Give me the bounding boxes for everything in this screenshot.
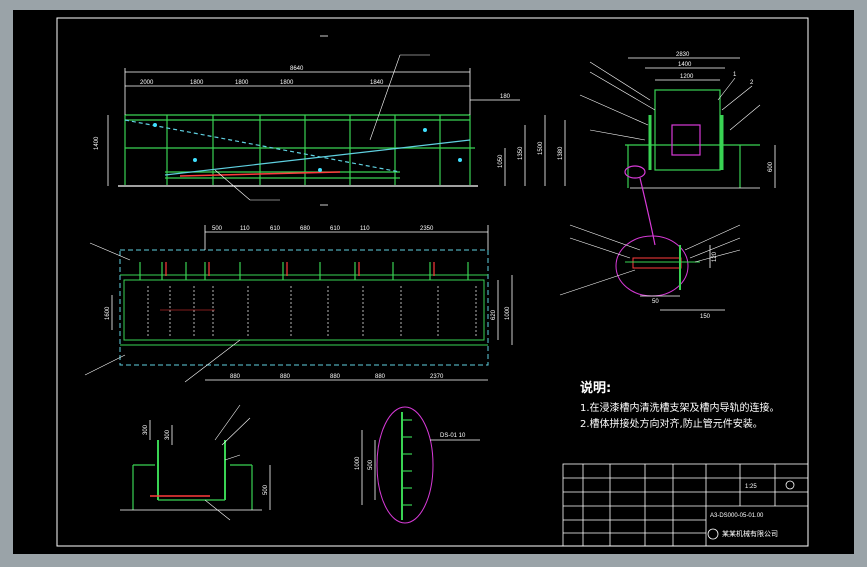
rail-view: [376, 406, 434, 524]
front-height: 1380: [558, 146, 564, 160]
rail-circle: [376, 406, 434, 524]
plan-dimensions: [111, 225, 513, 381]
rail-label: DS-01 10: [440, 433, 466, 439]
detail-dimensions: [640, 245, 725, 311]
front-seg-dim: 1840: [370, 80, 384, 86]
plan-hidden-lines: [147, 286, 477, 336]
rail-dim: 1000: [355, 456, 361, 470]
conveyor-hidden: [124, 119, 401, 173]
side-dim: 600: [768, 161, 774, 172]
front-dim-texts: 8640 2000 1800 1800 1800 1840 180 1400 1…: [94, 66, 564, 168]
rail-dimensions: [361, 430, 480, 505]
detail-leaders: [559, 224, 741, 296]
drawing-frame: [56, 17, 809, 547]
plan-top-dim: 2350: [420, 226, 434, 232]
plan-bottom-dim: 880: [375, 374, 386, 380]
rail-dim-texts: 1000 500 DS-01 10: [355, 433, 466, 470]
front-markers: [153, 123, 462, 172]
section-dim: 300: [143, 424, 149, 435]
front-height: 1050: [498, 154, 504, 168]
front-right-dim: 180: [500, 94, 511, 100]
plan-leaders: [84, 242, 241, 383]
company-logo-icon: [707, 528, 719, 540]
side-leaders: [579, 61, 761, 141]
plan-dim-texts: 500 110 610 680 610 110 2350 880 880 880…: [105, 226, 511, 380]
company-name: 某某机械有限公司: [722, 529, 778, 538]
notes: 说明: 1.在浸漆槽内清洗槽支架及槽内导轨的连接。 2.槽体拼接处方向对齐,防止…: [580, 380, 780, 430]
side-detail-link: [639, 177, 656, 246]
drawing-number: A3-DS000-05-01.00: [710, 513, 764, 519]
title-block-texts: A3-DS000-05-01.00 1:25 某某机械有限公司: [710, 484, 778, 538]
side-dim-texts: 2830 1400 1200 600 1 2: [676, 52, 774, 172]
side-marker: 1: [733, 72, 737, 78]
plan-bottom-dim: 880: [230, 374, 241, 380]
front-seg-dim: 1800: [235, 80, 249, 86]
front-dimensions: [107, 35, 566, 206]
rail-ticks: [402, 419, 412, 506]
side-tank: [671, 124, 701, 156]
plan-posts: [139, 262, 469, 280]
section-dim: 500: [263, 484, 269, 495]
section-view: [120, 440, 262, 511]
rail-dim: 500: [368, 459, 374, 470]
plan-side-dim: 1600: [105, 306, 111, 320]
plan-top-dim: 500: [212, 226, 223, 232]
plan-view: [119, 249, 489, 366]
projection-symbol-icon: [785, 480, 795, 490]
plan-bottom-dim: 2370: [430, 374, 444, 380]
section-leaders: [204, 404, 251, 521]
side-dim: 1200: [680, 74, 694, 80]
plan-top-dim: 110: [360, 226, 370, 232]
section-dim-texts: 300 300 500: [143, 424, 269, 495]
note-item: 2.槽体拼接处方向对齐,防止管元件安装。: [580, 417, 763, 430]
section-dimensions: [149, 420, 271, 510]
plan-outline: [119, 249, 489, 366]
plan-bottom-dim: 880: [280, 374, 291, 380]
detail-dim: 50: [652, 299, 659, 305]
side-view: [624, 89, 760, 246]
side-dim: 1400: [678, 62, 692, 68]
front-overall-dim: 8640: [290, 66, 304, 72]
conveyor-line: [164, 139, 471, 176]
plan-side-dim: 1000: [505, 306, 511, 320]
plan-frame: [123, 279, 485, 341]
front-red-parts: [179, 171, 341, 177]
note-item: 1.在浸漆槽内清洗槽支架及槽内导轨的连接。: [580, 401, 780, 414]
front-seg-dim: 1800: [280, 80, 294, 86]
section-dim: 300: [165, 429, 171, 440]
front-left-height: 1400: [94, 136, 100, 150]
front-leaders: [214, 54, 430, 201]
side-dim: 2830: [676, 52, 690, 58]
side-dimensions: [628, 57, 776, 188]
plan-top-dim: 680: [300, 226, 311, 232]
front-height: 1500: [538, 141, 544, 155]
front-seg-dim: 1800: [190, 80, 204, 86]
side-detail-circle: [624, 165, 646, 179]
plan-top-dim: 610: [330, 226, 341, 232]
plan-top-dim: 610: [270, 226, 281, 232]
front-height: 1350: [518, 146, 524, 160]
title-block: [562, 463, 809, 547]
plan-side-dim: 620: [491, 309, 497, 320]
drawing-scale: 1:25: [745, 484, 757, 490]
side-frame: [654, 89, 721, 171]
notes-title: 说明:: [580, 380, 611, 396]
front-seg-dim: 2000: [140, 80, 154, 86]
drawing-sheet: [13, 10, 854, 554]
plan-top-dim: 110: [240, 226, 250, 232]
plan-bottom-dim: 880: [330, 374, 341, 380]
plan-red-parts: [165, 262, 435, 276]
detail-dim: 150: [700, 314, 711, 320]
side-marker: 2: [750, 80, 754, 86]
